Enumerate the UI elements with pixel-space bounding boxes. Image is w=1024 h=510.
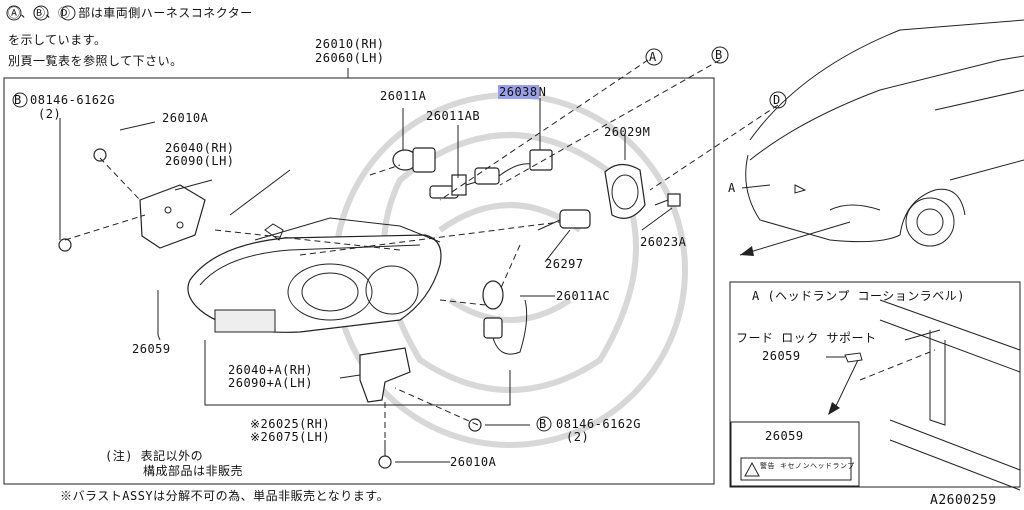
note-top-line3: 別頁一覧表を参照して下さい。: [8, 54, 183, 68]
bulb-26011A: [392, 147, 436, 173]
label-26011AC: 26011AC: [556, 289, 611, 303]
label-26090-lh: 26090(LH): [165, 154, 235, 168]
label-26060-lh: 26060(LH): [315, 51, 385, 65]
main-frame: [3, 77, 715, 485]
label-26010-rh: 26010(RH): [315, 37, 385, 51]
inset-hood-lock: フード ロック サポート: [736, 331, 877, 345]
label-box-frame: [730, 421, 860, 487]
bulb-26011AC: [482, 280, 528, 355]
igniter-26297: [537, 209, 591, 231]
dashed-guides: [64, 59, 779, 440]
label-26059: 26059: [132, 342, 171, 356]
label-26038N: 26038N: [498, 85, 547, 99]
label-bolt-bottom: 08146-6162G: [556, 417, 641, 431]
label-26090A-lh: 26090+A(LH): [228, 376, 313, 390]
marker-b-bottom: B: [539, 417, 547, 431]
headlamp-assembly: [187, 217, 442, 333]
note-excluded-line1: (注) 表記以外の: [105, 449, 204, 463]
marker-circles: [6, 5, 787, 432]
bolt-bottom-left: [58, 148, 482, 469]
bracket-26040: [139, 184, 206, 249]
marker-d: D: [773, 93, 781, 107]
screw-26023A: [654, 193, 681, 207]
bracket-26040A: [359, 347, 411, 403]
label-26040-rh: 26040(RH): [165, 141, 235, 155]
label-26010A-bottom: 26010A: [450, 455, 497, 469]
marker-a: A: [649, 50, 657, 64]
label-bolt-top: 08146-6162G: [30, 93, 115, 107]
label-bolt-top-qty: (2): [38, 107, 62, 121]
note-excluded-line2: 構成部品は非販売: [143, 464, 244, 478]
label-26010A-top: 26010A: [162, 111, 209, 125]
label-26025-rh: ※26025(RH): [250, 417, 331, 431]
diagram-code: A2600259: [930, 493, 997, 508]
label-box-warning: 警告: [760, 462, 775, 470]
inset-title: A (ヘッドランプ コーションラベル): [752, 289, 966, 303]
footer-note: ※バラストASSYは分解不可の為、単品非販売となります。: [60, 489, 390, 503]
label-26011AB: 26011AB: [426, 109, 481, 123]
label-26023A: 26023A: [640, 235, 687, 249]
label-26029M: 26029M: [604, 125, 651, 139]
label-26297: 26297: [545, 257, 584, 271]
cap-26029M: [604, 163, 646, 219]
car-outline: [739, 19, 1024, 256]
label-26040A-rh: 26040+A(RH): [228, 363, 313, 377]
car-label-a: A: [728, 181, 736, 195]
marker-b-right: B: [715, 48, 723, 62]
note-top-line2: を示しています。: [8, 33, 107, 47]
inset-frame: [729, 281, 1021, 488]
label-26075-lh: ※26075(LH): [250, 430, 331, 444]
label-26011A: 26011A: [380, 89, 427, 103]
inset-label-26059: 26059: [762, 349, 801, 363]
label-box-hid: キセノンヘッドランプ: [780, 462, 855, 470]
label-26038-suffix: N: [538, 85, 547, 99]
leader-lines: [59, 68, 673, 463]
inset-drawing: [740, 299, 1021, 491]
label-26038-highlight: 26038: [498, 85, 539, 99]
label-bolt-bottom-qty: (2): [566, 430, 590, 444]
marker-b-top: B: [14, 93, 22, 107]
note-top-line1: Ⓐ、Ⓑ、Ⓓ 部は車両側ハーネスコネクター: [8, 6, 253, 20]
label-box-number: 26059: [765, 429, 804, 443]
